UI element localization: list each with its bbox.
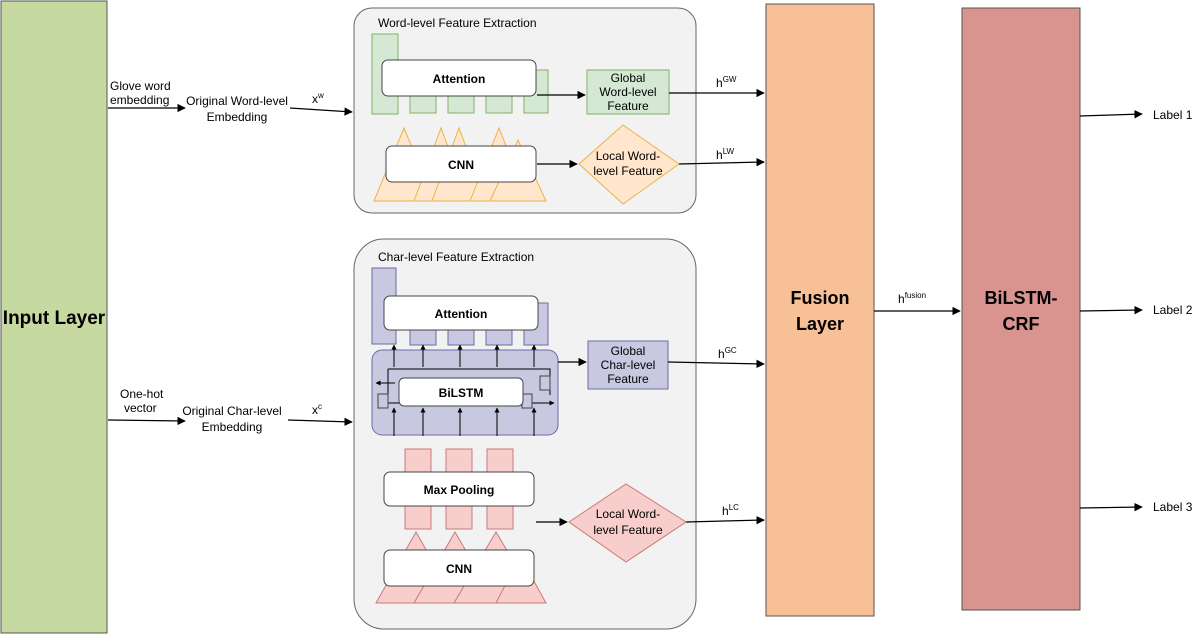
fusion-layer: Fusion Layer — [765, 3, 875, 617]
xw-arrow — [289, 107, 353, 116]
bilstm-crf-layer: BiLSTM- CRF — [961, 7, 1081, 611]
global-word-line3: Feature — [607, 99, 649, 113]
bilstm-cell-left — [377, 393, 389, 409]
orig-word-line2: Embedding — [207, 110, 268, 124]
hlw-arrow — [678, 157, 765, 167]
label-3: Label 3 — [1153, 500, 1193, 514]
label2-arrow — [1079, 305, 1143, 315]
hfusion-label: hfusion — [898, 291, 926, 306]
global-char-line3: Feature — [607, 372, 649, 386]
label1-arrow — [1079, 110, 1143, 119]
fusion-label-line1: Fusion — [791, 288, 850, 308]
char-cnn-box — [383, 549, 535, 587]
global-char-line1: Global — [611, 344, 646, 358]
char-attention-label: Attention — [435, 307, 488, 321]
word-cnn-box — [385, 145, 537, 183]
hlc-label: hLC — [722, 503, 739, 518]
word-cnn-label: CNN — [448, 158, 474, 172]
hgc-arrow — [667, 359, 765, 369]
char-cnn-label: CNN — [446, 562, 472, 576]
hlw-label: hLW — [716, 147, 735, 162]
global-word-feature-box — [586, 69, 670, 115]
hgc-label: hGC — [718, 346, 737, 361]
global-char-feature-box — [587, 340, 669, 390]
hlc-arrow — [685, 515, 765, 525]
word-attention-box — [381, 59, 537, 97]
onehot-label-line1: One-hot — [120, 387, 164, 401]
bilstm-crf-label-line1: BiLSTM- — [985, 288, 1058, 308]
fusion-label-line2: Layer — [796, 314, 844, 334]
orig-char-line1: Original Char-level — [182, 404, 281, 418]
xc-label: xc — [312, 402, 322, 417]
hgw-label: hGW — [716, 75, 737, 90]
glove-label-line2: embedding — [110, 93, 169, 107]
local-char-line2: level Feature — [593, 523, 663, 537]
bilstm-crf-label-line2: CRF — [1003, 314, 1040, 334]
char-level-panel: Char-level Feature Extraction Attention — [353, 238, 697, 630]
local-word-line2: level Feature — [593, 164, 663, 178]
word-attention-label: Attention — [433, 72, 486, 86]
orig-char-line2: Embedding — [202, 420, 263, 434]
global-char-line2: Char-level — [601, 358, 656, 372]
local-char-line1: Local Word- — [596, 507, 660, 521]
glove-label-line1: Glove word — [110, 79, 171, 93]
orig-word-line1: Original Word-level — [186, 94, 288, 108]
label-1: Label 1 — [1153, 108, 1193, 122]
xc-arrow — [287, 417, 353, 426]
onehot-arrow — [107, 416, 186, 426]
word-panel-title: Word-level Feature Extraction — [378, 16, 537, 30]
label3-arrow — [1079, 502, 1143, 512]
max-pooling-box — [383, 471, 535, 507]
input-layer-label: Input Layer — [3, 308, 106, 329]
bilstm-cell-right — [539, 375, 551, 391]
onehot-label-line2: vector — [124, 401, 157, 415]
label-2: Label 2 — [1153, 303, 1193, 317]
local-word-line1: Local Word- — [596, 149, 660, 163]
global-word-line1: Global — [611, 71, 646, 85]
max-pooling-label: Max Pooling — [424, 483, 495, 497]
input-layer: Input Layer — [0, 0, 108, 634]
bilstm-label: BiLSTM — [439, 386, 484, 400]
xw-label: xw — [312, 91, 324, 106]
word-level-panel: Word-level Feature Extraction Attention … — [353, 7, 697, 214]
bilstm-box — [398, 377, 524, 407]
char-attention-box — [383, 295, 539, 331]
char-panel-title: Char-level Feature Extraction — [378, 250, 534, 264]
global-word-line2: Word-level — [599, 85, 656, 99]
